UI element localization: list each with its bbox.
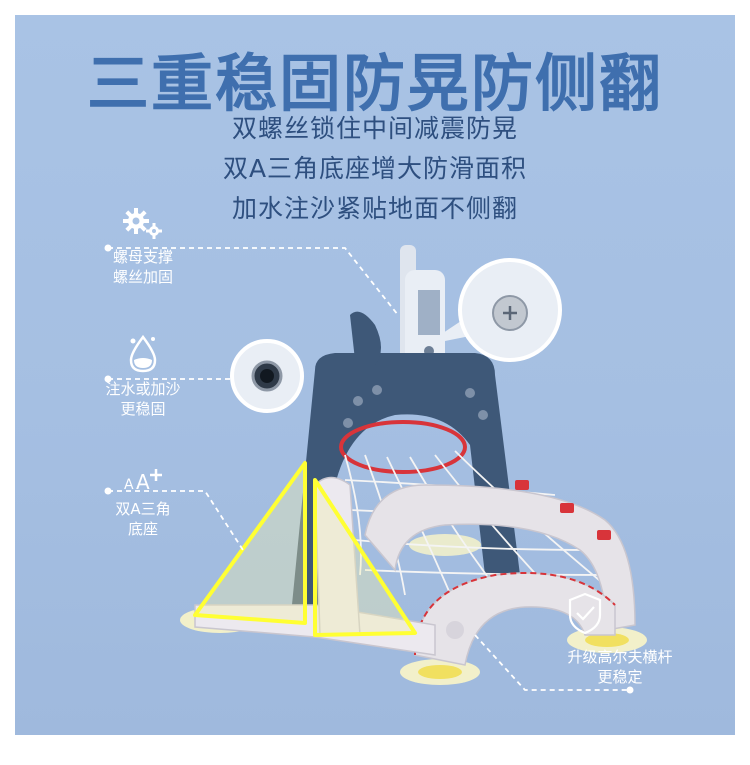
feature-water-fill: 注水或加沙 更稳固 (73, 333, 213, 419)
floor-pad-core (585, 633, 629, 647)
a-triangle-left (193, 461, 307, 625)
feature-nut-line2: 螺丝加固 (112, 268, 173, 286)
feature-base-line1: 双A三角 (115, 500, 171, 518)
bar-clip (560, 503, 574, 513)
feature-base-line2: 底座 (127, 520, 158, 538)
feature-nut-support: 螺母支撑 螺丝加固 (73, 207, 213, 287)
frame-hole (478, 410, 488, 420)
a-triangle-right (313, 478, 417, 637)
frame-hole (343, 418, 353, 428)
leader-dot (104, 375, 112, 383)
gears-icon (123, 208, 162, 239)
arch-highlight (414, 572, 616, 656)
feature-bar-line1: 升级高尔夫横杆 (567, 648, 673, 666)
subline-3: 加水注沙紧贴地面不侧翻 (231, 194, 518, 223)
feature-golf-bar: 升级高尔夫横杆 更稳定 (520, 647, 720, 687)
frame-hole (372, 385, 382, 395)
base-upright (314, 476, 361, 636)
headline: 三重稳固防晃防侧翻 (86, 47, 663, 120)
floor-pad-core (418, 665, 462, 679)
leader-line-bar (474, 634, 630, 691)
feature-a-base: A A 双A三角 底座 (73, 463, 213, 539)
feature-bar-line2: 更稳定 (597, 668, 643, 686)
hoop-ring (339, 420, 467, 474)
floor-pad (409, 534, 481, 556)
svg-text:A: A (124, 477, 134, 493)
leader-dot (104, 487, 112, 495)
shield-check-icon (568, 592, 602, 635)
leader-dot (104, 244, 112, 252)
golf-bar (364, 484, 636, 631)
feature-water-line1: 注水或加沙 (105, 380, 181, 398)
fill-hole-zoom-bubble (230, 339, 304, 413)
font-size-aa-icon: A A (124, 469, 162, 493)
callout-leader-lines (104, 244, 634, 694)
pole-label (418, 290, 440, 335)
leader-line-nut (108, 247, 399, 316)
goal-illustration (180, 245, 647, 685)
bar-clip (515, 480, 529, 490)
bar-clip (597, 530, 611, 540)
subline-1: 双螺丝锁住中间减震防晃 (231, 114, 518, 143)
leader-dot (626, 686, 634, 694)
frame-hole (353, 396, 363, 406)
logo-emboss (446, 621, 464, 639)
frame-ear (350, 311, 381, 365)
feature-nut-line1: 螺母支撑 (112, 248, 173, 266)
screw-zoom-bubble (425, 258, 562, 362)
feature-water-line2: 更稳固 (120, 400, 166, 418)
subline-2: 双A三角底座增大防滑面积 (222, 154, 528, 183)
svg-text:A: A (136, 470, 150, 493)
water-drop-icon (129, 334, 157, 373)
frame-hole (465, 388, 475, 398)
product-poster: 三重稳固防晃防侧翻 双螺丝锁住中间减震防晃 双A三角底座增大防滑面积 加水注沙紧… (15, 15, 735, 735)
